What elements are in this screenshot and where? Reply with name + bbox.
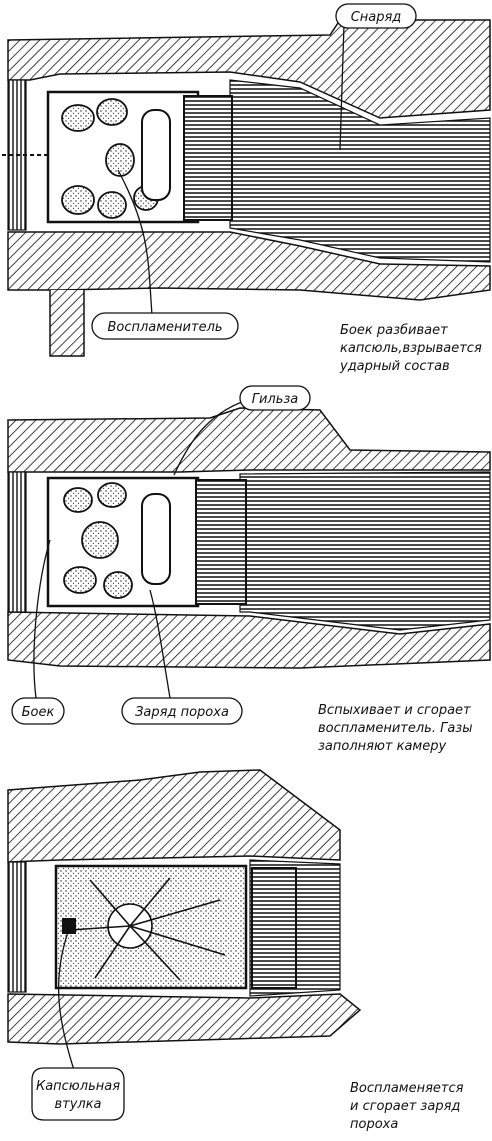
panel-1: Снаряд Воспламенитель Боек разбивает кап…: [2, 3, 491, 374]
barrel-top-wall: [7, 407, 491, 473]
ignition-burst: [69, 877, 226, 981]
panel-1-caption-line-3: ударный состав: [339, 359, 450, 374]
callout-firing-pin-text: Боек: [22, 705, 55, 720]
breech-thread: [7, 471, 27, 613]
callout-igniter-text: Воспламенитель: [107, 320, 222, 335]
panel-3-caption-line-1: Воспламеняется: [350, 1081, 464, 1096]
projectile-base: [251, 867, 297, 989]
barrel-bottom-wall: [7, 611, 491, 669]
igniter-cylinder: [141, 493, 171, 585]
callout-case: [239, 385, 311, 411]
powder-charge: [63, 482, 133, 599]
barrel-mount: [49, 290, 85, 357]
projectile-base: [195, 479, 247, 605]
panel-3: Капсюльная втулка Воспламеняется и сгора…: [7, 769, 464, 1132]
callout-firing-pin: [11, 697, 65, 725]
igniter-cylinder: [141, 109, 171, 201]
projectile-base: [183, 95, 233, 221]
barrel-bottom-wall: [7, 993, 362, 1045]
barrel-bore: [229, 79, 491, 263]
panel-2-caption-line-2: воспламенитель. Газы: [318, 721, 472, 736]
panel-2-caption-line-3: заполняют камеру: [318, 739, 446, 754]
panel-3-caption-line-2: и сгорает заряд: [350, 1099, 460, 1114]
panel-2-caption-line-1: Вспыхивает и сгорает: [318, 703, 471, 718]
callout-projectile: [335, 3, 417, 29]
callout-primer-sleeve-text-1: Капсюльная: [36, 1079, 120, 1094]
barrel-top-wall: [7, 769, 341, 863]
callout-primer-sleeve: [31, 1067, 125, 1121]
panel-2: Гильза Боек Заряд пороха Вспыхивает и сг…: [7, 385, 491, 754]
breech-thread: [7, 861, 27, 993]
panel-1-caption-line-1: Боек разбивает: [340, 323, 448, 338]
callout-case-text: Гильза: [252, 392, 299, 407]
panel-1-caption-line-2: капсюль,взрывается: [340, 341, 482, 356]
callout-primer-sleeve-text-2: втулка: [54, 1097, 101, 1112]
callout-powder-charge-text: Заряд пороха: [135, 705, 229, 720]
callout-projectile-text: Снаряд: [351, 10, 402, 25]
callout-powder-charge: [121, 697, 243, 725]
barrel-bore: [239, 471, 491, 631]
callout-igniter: [91, 312, 239, 340]
panel-3-caption-line-3: пороха: [350, 1117, 398, 1132]
primer-sleeve: [62, 918, 76, 934]
